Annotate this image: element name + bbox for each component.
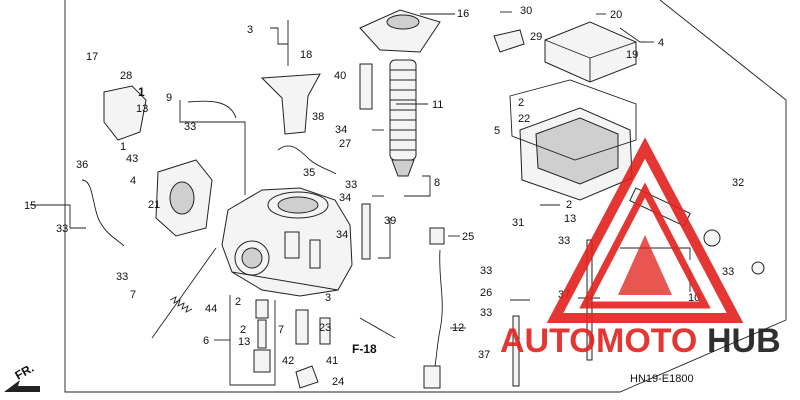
diagram-code: HN19-E1800 bbox=[630, 373, 694, 385]
callout-40: 40 bbox=[334, 70, 346, 82]
callout-34c: 34 bbox=[336, 229, 348, 241]
callout-9: 9 bbox=[166, 92, 172, 104]
callout-3b: 3 bbox=[325, 292, 331, 304]
callout-44: 44 bbox=[205, 303, 217, 315]
callout-20: 20 bbox=[610, 9, 622, 21]
callout-11: 11 bbox=[432, 99, 443, 111]
accelerator-pump-cover bbox=[103, 85, 147, 141]
callout-33d: 33 bbox=[345, 179, 357, 191]
callout-42: 42 bbox=[282, 355, 294, 367]
callout-6: 6 bbox=[203, 335, 209, 347]
callout-33c: 33 bbox=[184, 121, 196, 133]
float-chamber bbox=[519, 107, 633, 201]
callout-7b: 7 bbox=[278, 324, 284, 336]
callout-4b: 4 bbox=[130, 175, 136, 187]
front-arrow-icon bbox=[4, 380, 40, 392]
connector-12 bbox=[423, 365, 441, 389]
callout-33h: 33 bbox=[480, 307, 492, 319]
callout-5: 5 bbox=[494, 125, 500, 137]
callout-33f: 33 bbox=[722, 266, 734, 278]
callout-23: 23 bbox=[319, 322, 331, 334]
callout-13c: 13 bbox=[564, 213, 576, 225]
callout-27: 27 bbox=[339, 138, 351, 150]
jet-stack bbox=[253, 299, 331, 389]
callout-1: 1 bbox=[138, 85, 145, 99]
callout-21: 21 bbox=[148, 199, 160, 211]
callout-25: 25 bbox=[462, 231, 474, 243]
callout-43: 43 bbox=[126, 153, 138, 165]
callout-34a: 34 bbox=[335, 124, 347, 136]
carburetor-body bbox=[221, 187, 353, 297]
callout-28: 28 bbox=[120, 70, 132, 82]
watermark-text-hub: HUB bbox=[707, 322, 781, 360]
plug-25 bbox=[429, 227, 445, 245]
callout-36: 36 bbox=[76, 159, 88, 171]
bracket-29 bbox=[493, 29, 525, 53]
callout-1b: 1 bbox=[120, 141, 126, 153]
callout-30: 30 bbox=[520, 5, 532, 17]
callout-3a: 3 bbox=[247, 24, 253, 36]
callout-17: 17 bbox=[86, 51, 98, 63]
callout-2b: 2 bbox=[240, 324, 246, 336]
callout-13a: 13 bbox=[136, 103, 148, 115]
callout-32: 32 bbox=[732, 177, 744, 189]
callout-labels: 15 17 28 1 13 1 43 4 36 21 33 33 7 9 33 … bbox=[13, 5, 745, 388]
piston-rod bbox=[359, 63, 373, 110]
watermark-text-auto: AUTO bbox=[500, 322, 596, 360]
callout-29: 29 bbox=[530, 31, 542, 43]
callout-33g: 33 bbox=[480, 265, 492, 277]
callout-39: 39 bbox=[384, 215, 396, 227]
watermark: AUTO MOTO HUB bbox=[500, 137, 781, 360]
callout-2c: 2 bbox=[518, 97, 524, 109]
callout-33e: 33 bbox=[558, 235, 570, 247]
front-label: FR. bbox=[13, 361, 37, 383]
callout-24: 24 bbox=[332, 376, 344, 388]
callout-34b: 34 bbox=[339, 192, 351, 204]
callout-22: 22 bbox=[518, 113, 530, 125]
callout-13b: 13 bbox=[238, 336, 250, 348]
vacuum-spring bbox=[389, 59, 417, 177]
top-cap bbox=[359, 9, 441, 53]
callout-26: 26 bbox=[480, 287, 492, 299]
rod-37-left bbox=[512, 315, 520, 387]
callout-31: 31 bbox=[512, 217, 524, 229]
callout-7: 7 bbox=[130, 289, 136, 301]
air-funnel bbox=[260, 73, 321, 135]
tube-39 bbox=[361, 203, 371, 260]
callout-18: 18 bbox=[300, 49, 312, 61]
callout-33b: 33 bbox=[116, 271, 128, 283]
callout-19: 19 bbox=[626, 49, 638, 61]
callout-41: 41 bbox=[326, 355, 338, 367]
spring-7 bbox=[151, 247, 217, 339]
electrical-unit bbox=[544, 21, 637, 83]
callout-16: 16 bbox=[457, 8, 469, 20]
callout-37b: 37 bbox=[478, 349, 490, 361]
watermark-text-moto: MOTO bbox=[596, 322, 697, 360]
callout-2a: 2 bbox=[235, 296, 241, 308]
callout-15: 15 bbox=[24, 200, 36, 212]
callout-33a: 33 bbox=[56, 223, 68, 235]
callout-2d: 2 bbox=[566, 199, 572, 211]
leader-lines bbox=[30, 11, 691, 386]
callout-12: 12 bbox=[452, 322, 464, 334]
callout-4: 4 bbox=[658, 37, 664, 49]
callout-8: 8 bbox=[434, 177, 440, 189]
callout-38: 38 bbox=[312, 111, 324, 123]
watermark-triangle-logo bbox=[546, 137, 744, 323]
section-ref-f18: F-18 bbox=[352, 342, 377, 356]
frame-outline bbox=[64, 0, 787, 393]
callout-35: 35 bbox=[303, 167, 315, 179]
